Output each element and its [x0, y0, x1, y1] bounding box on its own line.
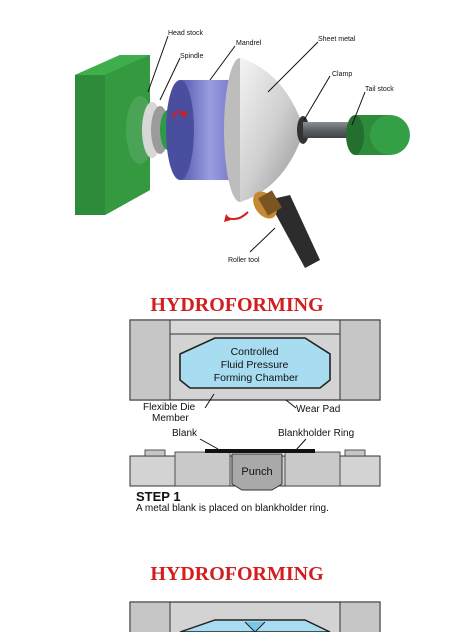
punch	[231, 453, 283, 491]
head-stock	[75, 55, 150, 215]
blank-sheet	[205, 449, 315, 453]
roller-tool-label: Roller tool	[228, 257, 260, 264]
chamber-label-line-1: Controlled	[231, 346, 279, 358]
flexible-die-label-1: Flexible Die	[143, 402, 196, 413]
blankholder-ring-label: Blankholder Ring	[278, 428, 354, 439]
blank-label: Blank	[172, 428, 198, 439]
hydroforming-diagram-2	[129, 601, 381, 632]
tail-shaft	[303, 122, 358, 138]
tail-stock-label: Tail stock	[365, 86, 394, 93]
step-1-caption: A metal blank is placed on blankholder r…	[136, 503, 329, 514]
wear-pad-label: Wear Pad	[296, 404, 340, 415]
chamber-label-line-2: Fluid Pressure	[221, 359, 289, 371]
sheet-metal-label: Sheet metal	[318, 36, 356, 43]
flexible-die-label-2: Member	[152, 413, 189, 424]
sheet-metal-cone	[224, 58, 309, 202]
step-1-label: STEP 1	[136, 489, 181, 504]
head-stock-label: Head stock	[168, 30, 204, 37]
svg-text:Controlled Fluid Pressure: Controlled Fluid Pressure Forming Chambe…	[214, 346, 299, 384]
leader-lines	[147, 35, 366, 253]
rotation-arrow-icon	[171, 110, 249, 222]
tail-stock	[346, 115, 410, 155]
upper-die-2	[129, 601, 381, 632]
hydroforming-title-2: HYDROFORMING	[150, 563, 324, 585]
hydroforming-title-1: HYDROFORMING	[150, 294, 324, 316]
clamp-label: Clamp	[332, 71, 352, 78]
roller-tool	[253, 190, 320, 268]
hydroforming-diagram-1: Controlled Fluid Pressure Forming Chambe…	[129, 319, 381, 491]
spindle-label: Spindle	[180, 53, 203, 60]
svg-text:Flexible Die Member: Flexible Die Member	[143, 402, 198, 424]
spinning-diagram: Head stock Spindle Mandrel Sheet metal C…	[75, 30, 410, 268]
chamber-label-line-3: Forming Chamber	[214, 372, 299, 384]
punch-label: Punch	[241, 466, 272, 478]
fluid-chamber	[179, 337, 331, 389]
mandrel-label: Mandrel	[236, 40, 262, 47]
